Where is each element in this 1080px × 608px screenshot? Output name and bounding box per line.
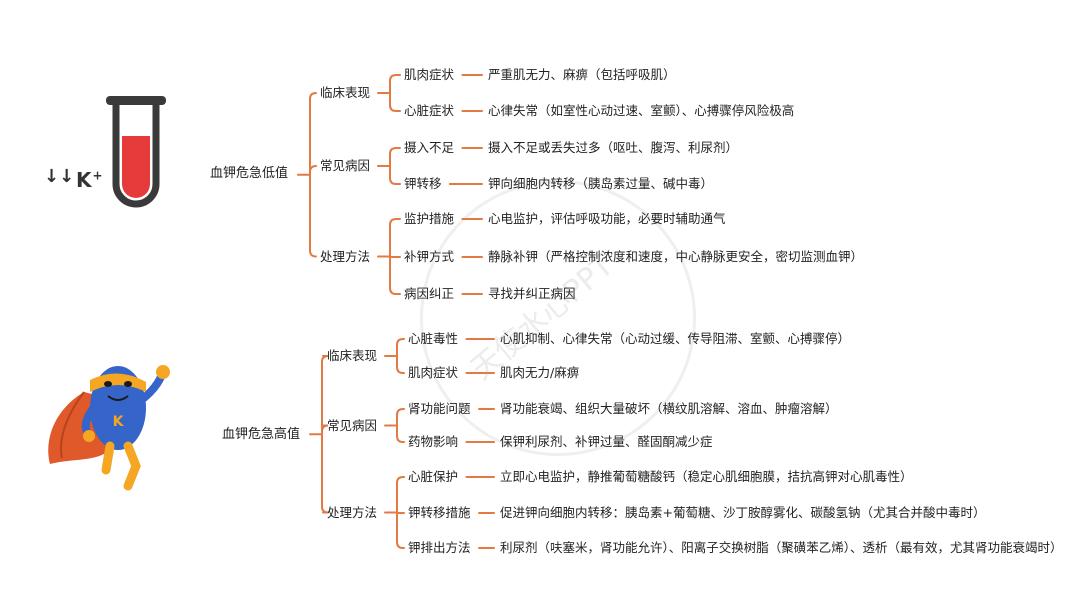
high-branch-node: 常见病因 — [327, 418, 377, 434]
low-leaf-detail: 静脉补钾（严格控制浓度和速度，中心静脉更安全，密切监测血钾） — [488, 249, 863, 265]
low-branch-node: 处理方法 — [320, 249, 370, 265]
low-leaf-node: 肌肉症状 — [404, 67, 454, 83]
low-leaf-node: 病因纠正 — [404, 286, 454, 302]
high-leaf-detail: 心肌抑制、心律失常（心动过缓、传导阻滞、室颤、心搏骤停） — [500, 331, 850, 347]
low-leaf-detail: 摄入不足或丢失过多（呕吐、腹泻、利尿剂） — [488, 140, 738, 156]
low-root-bracket-arm-0 — [310, 93, 316, 99]
low-branch-1-bracket-arm-1 — [390, 178, 400, 184]
high-branch-0-bracket-arm-1 — [397, 367, 404, 373]
low-leaf-node: 摄入不足 — [404, 140, 454, 156]
low-branch-0-bracket-arm-0 — [390, 75, 400, 81]
low-leaf-detail: 寻找并纠正病因 — [488, 286, 576, 302]
high-branch-1-bracket-arm-1 — [397, 436, 404, 442]
high-branch-2-bracket-arm-2 — [397, 542, 404, 548]
low-leaf-detail: 心律失常（如室性心动过速、室颤）、心搏骤停风险极高 — [488, 103, 794, 119]
high-leaf-detail: 立即心电监护，静推葡萄糖酸钙（稳定心肌细胞膜，拮抗高钾对心肌毒性） — [500, 469, 913, 485]
down-arrows-icon: ↓↓ — [44, 166, 74, 187]
low-leaf-node: 补钾方式 — [404, 249, 454, 265]
low-root-bracket-arm-1 — [310, 166, 316, 172]
low-leaf-node: 钾转移 — [404, 176, 442, 192]
low-leaf-detail: 心电监护，评估呼吸功能，必要时辅助通气 — [488, 211, 726, 227]
low-root-bracket-arm-2 — [310, 251, 316, 257]
test-tube-icon — [100, 92, 172, 216]
high-leaf-node: 肌肉症状 — [408, 365, 458, 381]
potassium-hero-mascot-icon: K — [44, 340, 178, 508]
high-root-node: 血钾危急高值 — [222, 427, 300, 443]
high-branch-0-bracket-arm-0 — [397, 339, 404, 345]
ion-symbol: K — [76, 168, 93, 192]
low-branch-node: 临床表现 — [320, 85, 370, 101]
low-leaf-detail: 钾向细胞内转移（胰岛素过量、碱中毒） — [488, 176, 713, 192]
low-branch-node: 常见病因 — [320, 158, 370, 174]
low-leaf-detail: 严重肌无力、麻痹（包括呼吸肌） — [488, 67, 676, 83]
high-leaf-detail: 利尿剂（呋塞米，肾功能允许）、阳离子交换树脂（聚磺苯乙烯）、透析（最有效，尤其肾… — [500, 540, 1063, 556]
high-leaf-node: 心脏毒性 — [408, 331, 458, 347]
high-leaf-detail: 促进钾向细胞内转移：胰岛素+葡萄糖、沙丁胺醇雾化、碳酸氢钠（尤其合并酸中毒时） — [500, 505, 985, 521]
low-leaf-node: 心脏症状 — [404, 103, 454, 119]
high-branch-2-bracket-arm-0 — [397, 477, 404, 483]
low-branch-0-bracket-arm-1 — [390, 105, 400, 111]
low-branch-2-bracket-arm-0 — [390, 219, 400, 225]
high-leaf-node: 钾转移措施 — [408, 505, 471, 521]
high-leaf-node: 钾排出方法 — [408, 540, 471, 556]
low-root-node: 血钾危急低值 — [210, 166, 288, 182]
low-leaf-node: 监护措施 — [404, 211, 454, 227]
high-leaf-detail: 保钾利尿剂、补钾过量、醛固酮减少症 — [500, 434, 713, 450]
high-branch-node: 临床表现 — [327, 348, 377, 364]
high-leaf-detail: 肌肉无力/麻痹 — [500, 365, 579, 381]
low-branch-1-bracket-arm-0 — [390, 148, 400, 154]
high-leaf-node: 药物影响 — [408, 434, 458, 450]
high-branch-1-bracket-arm-0 — [397, 409, 404, 415]
high-leaf-node: 肾功能问题 — [408, 401, 471, 417]
high-leaf-detail: 肾功能衰竭、组织大量破坏（横纹肌溶解、溶血、肿瘤溶解） — [500, 401, 838, 417]
low-branch-2-bracket-arm-2 — [390, 288, 400, 294]
high-leaf-node: 心脏保护 — [408, 469, 458, 485]
high-branch-node: 处理方法 — [327, 505, 377, 521]
mascot-letter: K — [113, 414, 125, 430]
